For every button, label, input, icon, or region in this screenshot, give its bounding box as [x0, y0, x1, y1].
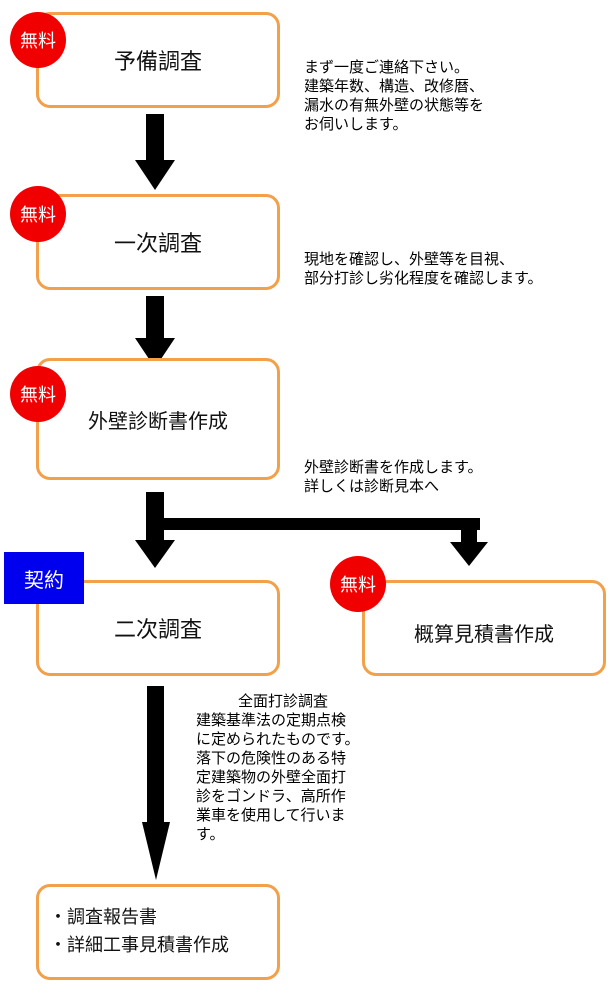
step-label: 二次調査 — [113, 618, 202, 643]
step-rough-estimate: 概算見積書作成 — [362, 580, 606, 676]
step-preliminary-survey: 予備調査 — [36, 12, 280, 108]
arrow-step2-to-step3 — [146, 296, 164, 340]
step-label: 外壁診断書作成 — [88, 408, 228, 433]
arrow-step3-to-step4 — [146, 492, 164, 542]
step-label: 概算見積書作成 — [414, 621, 554, 646]
arrow-head-step2-to-step3 — [135, 338, 175, 368]
final-item: ・調査報告書 — [49, 907, 157, 928]
branch-horizontal — [146, 518, 480, 530]
step-secondary-survey: 二次調査 — [36, 580, 280, 676]
arrow-head-step1-to-step2 — [135, 160, 175, 190]
free-badge: 無料 — [330, 556, 386, 612]
step-primary-survey: 一次調査 — [36, 194, 280, 290]
contract-badge: 契約 — [4, 552, 84, 604]
note-preliminary-survey: まず一度ご連絡下さい。 建築年数、構造、改修暦、 漏水の有無外壁の状態等を お伺… — [304, 58, 485, 133]
final-deliverables: ・調査報告書 ・詳細工事見積書作成 — [36, 884, 280, 980]
arrow-head-branch — [450, 542, 488, 566]
note-secondary-survey: 全面打診調査 建築基準法の定期点検 に定められたものです。 落下の危険性のある特… — [196, 692, 360, 843]
free-badge: 無料 — [10, 12, 66, 68]
arrow-head-step3-to-step4 — [135, 540, 175, 568]
note-primary-survey: 現地を確認し、外壁等を目視、 部分打診し劣化程度を確認します。 — [304, 250, 543, 287]
free-badge: 無料 — [10, 366, 66, 422]
arrow-step4-to-final — [147, 686, 164, 826]
branch-vertical — [461, 518, 477, 544]
arrow-step1-to-step2 — [146, 114, 164, 164]
final-item: ・詳細工事見積書作成 — [49, 935, 229, 956]
step-label: 予備調査 — [113, 50, 202, 75]
arrow-head-step4-to-final — [142, 822, 170, 880]
step-diagnosis-report: 外壁診断書作成 — [36, 358, 280, 480]
free-badge: 無料 — [10, 186, 66, 242]
note-diagnosis-report: 外壁診断書を作成します。 詳しくは診断見本へ — [304, 458, 483, 495]
step-label: 一次調査 — [113, 232, 202, 257]
